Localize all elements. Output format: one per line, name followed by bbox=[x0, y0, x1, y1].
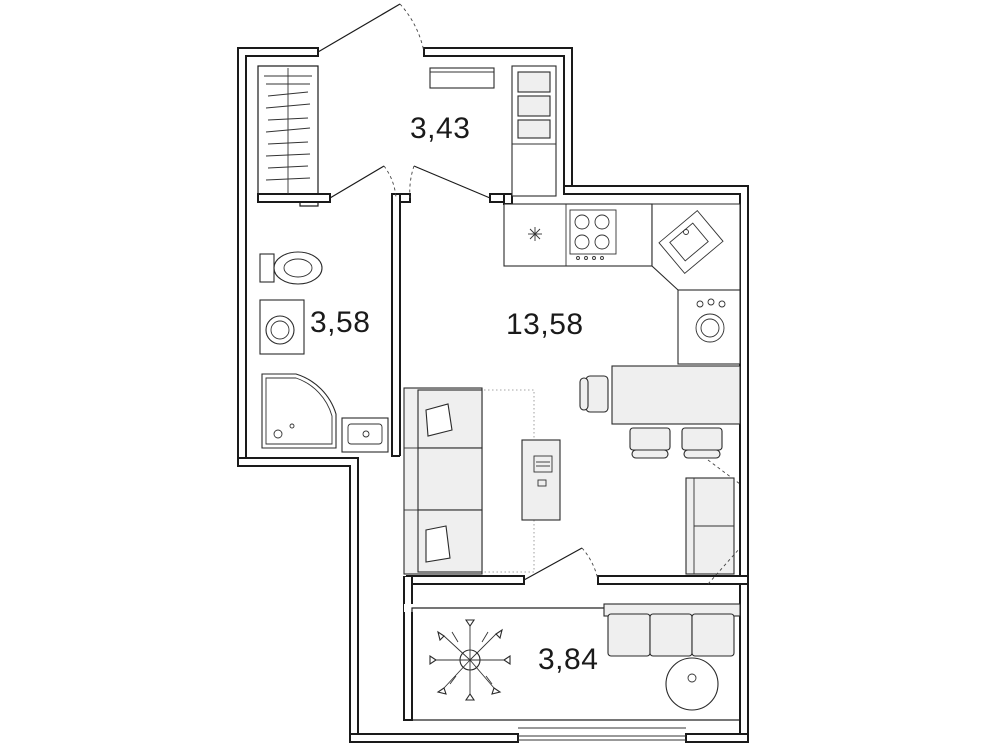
chair bbox=[681, 427, 723, 459]
washing-machine bbox=[259, 299, 305, 355]
cooktop bbox=[569, 209, 617, 260]
plant-icon bbox=[429, 619, 511, 701]
cushion bbox=[425, 403, 453, 437]
dining bbox=[579, 365, 741, 485]
chair bbox=[629, 427, 671, 459]
chair bbox=[579, 375, 609, 413]
bathroom-sink bbox=[341, 417, 389, 453]
toilet bbox=[259, 251, 323, 285]
bathroom-fixtures bbox=[259, 251, 389, 453]
balcony-furniture bbox=[429, 603, 741, 711]
wardrobe bbox=[264, 68, 312, 194]
shower bbox=[261, 373, 337, 449]
cushion bbox=[425, 525, 451, 563]
kitchen bbox=[503, 203, 741, 365]
cabinet bbox=[685, 477, 741, 585]
bathroom-area-label: 3,58 bbox=[310, 306, 371, 339]
balcony-area-label: 3,84 bbox=[538, 643, 599, 676]
outer-walls bbox=[237, 47, 749, 743]
balcony-bench bbox=[603, 603, 741, 657]
hallway-area-label: 3,43 bbox=[410, 112, 471, 145]
fridge bbox=[511, 65, 557, 197]
doors bbox=[317, 3, 599, 581]
dishwasher bbox=[695, 298, 726, 343]
living-area-label: 13,58 bbox=[506, 308, 584, 341]
dining-table bbox=[611, 365, 741, 425]
shoe-shelf bbox=[429, 67, 495, 89]
kitchen-sink bbox=[658, 209, 724, 275]
round-table bbox=[665, 657, 719, 711]
sofa bbox=[403, 387, 535, 575]
interior-walls bbox=[257, 65, 749, 721]
hallway-furniture bbox=[264, 65, 557, 197]
star-icon bbox=[528, 227, 542, 241]
tv-stand bbox=[521, 439, 561, 521]
